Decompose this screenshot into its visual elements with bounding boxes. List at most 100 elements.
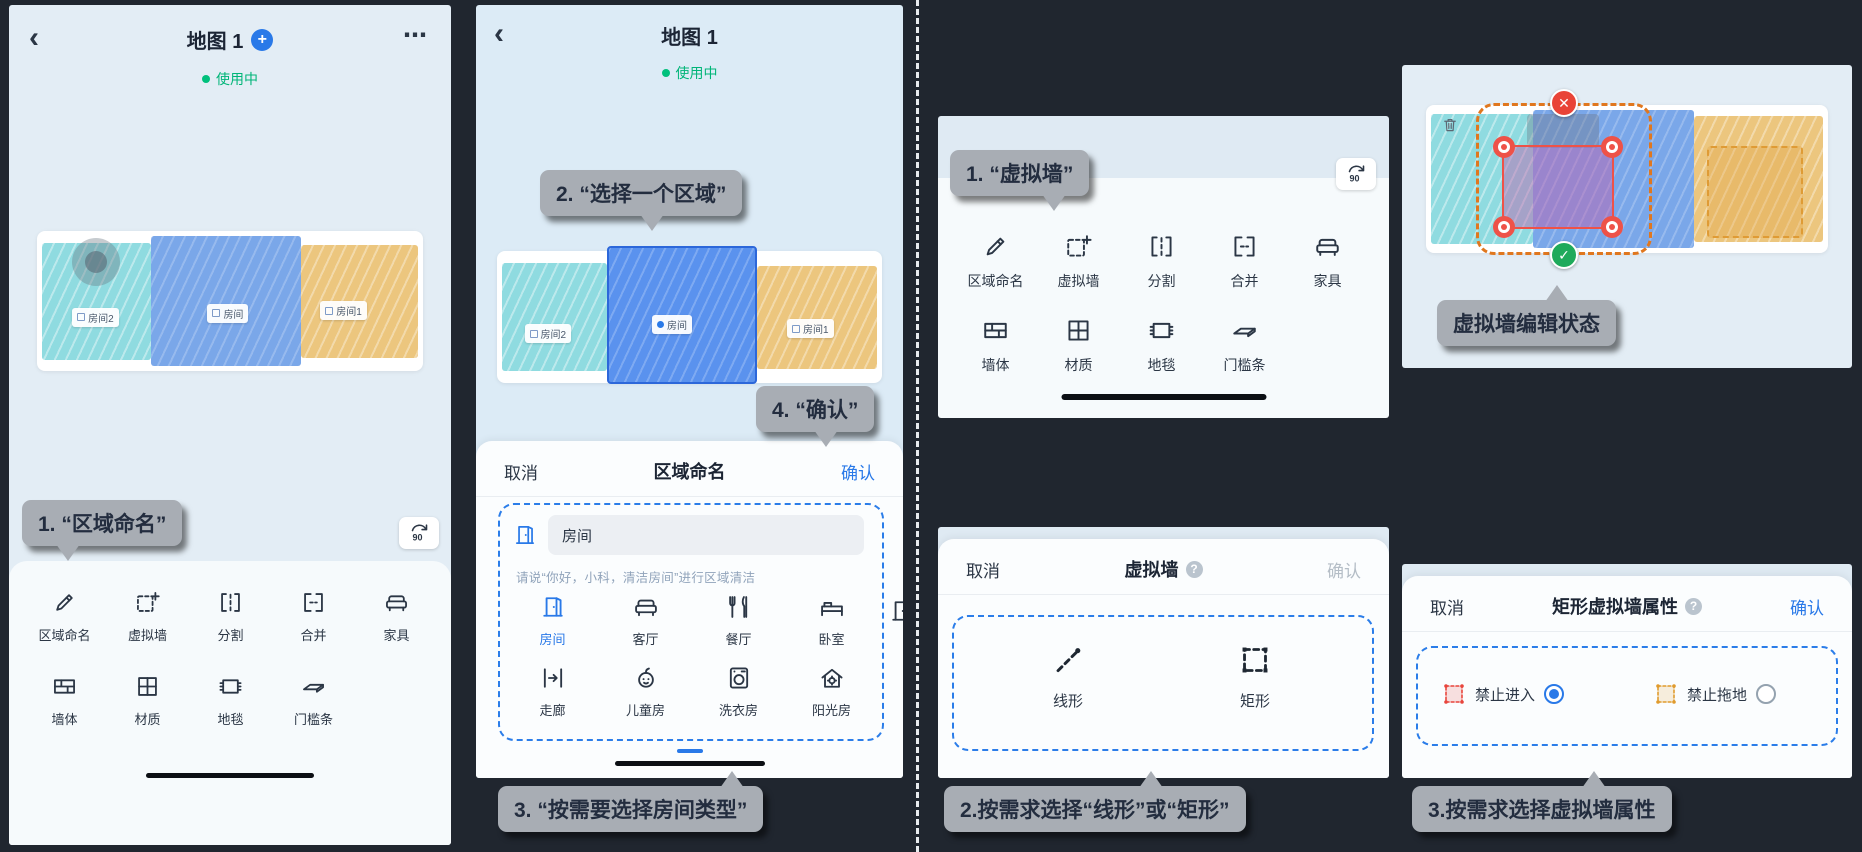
tool-area-naming[interactable]: 区域命名	[23, 589, 106, 644]
resize-handle[interactable]	[1493, 136, 1515, 158]
map-room-2[interactable]	[502, 263, 607, 371]
room-icon	[792, 324, 800, 333]
sheet-title: 矩形虚拟墙属性?	[1552, 593, 1702, 619]
resize-handle[interactable]	[1493, 216, 1515, 238]
tool-virtual-wall[interactable]: 虚拟墙	[106, 589, 189, 644]
sofa-icon	[1313, 232, 1342, 261]
room-name-row	[512, 515, 864, 555]
callout-confirm: 4. “确认”	[756, 386, 875, 447]
option-rect-wall[interactable]: 矩形	[1210, 643, 1300, 711]
radio-no-mop[interactable]	[1756, 684, 1777, 704]
tool-door-threshold[interactable]: 门槛条	[1203, 316, 1286, 375]
room-type-kids-room[interactable]: 儿童房	[599, 664, 692, 719]
tool-split[interactable]: 分割	[189, 589, 272, 644]
more-icon[interactable]: ⋯	[403, 22, 429, 49]
tool-split[interactable]: 分割	[1120, 232, 1203, 291]
home-indicator	[614, 761, 765, 766]
tool-virtual-wall[interactable]: 虚拟墙	[1037, 232, 1120, 291]
confirm-button[interactable]: 确认	[1327, 562, 1361, 581]
rotate-map-button[interactable]	[399, 517, 439, 549]
room-type-sunroom[interactable]: 阳光房	[785, 664, 878, 719]
bed-icon	[818, 593, 846, 621]
room-icon	[212, 309, 221, 318]
corridor-icon	[539, 664, 567, 692]
room-type-dining-room[interactable]: 餐厅	[692, 593, 785, 648]
room-label: 房间2	[524, 324, 572, 344]
room-type-partial-icon[interactable]	[888, 597, 903, 625]
door-icon	[539, 593, 567, 621]
option-no-mop[interactable]: 禁止拖地	[1654, 682, 1777, 706]
cancel-button[interactable]: 取消	[966, 562, 1000, 581]
room-label-selected: 房间	[652, 314, 692, 334]
tool-area-naming[interactable]: 区域命名	[954, 232, 1037, 291]
tool-furniture[interactable]: 家具	[355, 589, 438, 644]
virtual-wall-icon	[134, 589, 161, 616]
tool-furniture[interactable]: 家具	[1286, 232, 1369, 291]
callout-tail	[56, 544, 80, 561]
tool-label: 区域命名	[38, 628, 91, 643]
room-type-room[interactable]: 房间	[506, 593, 599, 648]
map-canvas[interactable]: 房间2 房间 房间1	[37, 231, 423, 371]
tool-carpet[interactable]: 地毯	[1120, 316, 1203, 375]
wall-icon	[51, 673, 78, 700]
tool-carpet[interactable]: 地毯	[189, 673, 272, 728]
virtual-wall-rect[interactable]	[1493, 136, 1623, 238]
confirm-wall-button[interactable]: ✓	[1550, 241, 1578, 269]
home-indicator	[146, 773, 314, 778]
attrs-highlight-zone	[1416, 646, 1838, 746]
room-type-corridor[interactable]: 走廊	[506, 664, 599, 719]
toolbar-row-2: 墙体 材质 地毯 门槛条	[23, 673, 439, 728]
option-no-entry[interactable]: 禁止进入	[1442, 682, 1565, 706]
callout-tail	[1042, 194, 1066, 211]
delete-wall-button[interactable]: ✕	[1550, 89, 1578, 117]
back-icon[interactable]: ‹	[29, 21, 39, 54]
option-line-wall[interactable]: 线形	[1023, 643, 1113, 711]
sheet-header: 取消 区域命名 确认	[476, 441, 903, 497]
carpet-icon	[1147, 316, 1176, 345]
no-go-zone[interactable]	[1707, 146, 1803, 238]
room-type-bedroom[interactable]: 卧室	[785, 593, 878, 648]
resize-handle[interactable]	[1601, 216, 1623, 238]
tool-material[interactable]: 材质	[1037, 316, 1120, 375]
carpet-icon	[217, 673, 244, 700]
callout-tail	[1545, 285, 1569, 302]
tool-wall[interactable]: 墙体	[23, 673, 106, 728]
room-type-laundry-room[interactable]: 洗衣房	[692, 664, 785, 719]
resize-handle[interactable]	[1601, 136, 1623, 158]
cancel-button[interactable]: 取消	[504, 464, 538, 483]
room-type-living-room[interactable]: 客厅	[599, 593, 692, 648]
tool-wall[interactable]: 墙体	[954, 316, 1037, 375]
page-title: 地图 1	[476, 21, 903, 50]
tool-merge[interactable]: 合并	[1203, 232, 1286, 291]
map-room-2[interactable]	[1431, 114, 1533, 244]
confirm-button[interactable]: 确认	[1790, 599, 1824, 618]
tool-merge[interactable]: 合并	[272, 589, 355, 644]
home-indicator	[1061, 394, 1266, 400]
sheet-title: 区域命名	[653, 462, 726, 482]
status-dot-icon	[661, 69, 670, 77]
tool-door-threshold[interactable]: 门槛条	[272, 673, 355, 728]
help-icon[interactable]: ?	[1185, 560, 1203, 578]
room-name-input[interactable]	[548, 515, 864, 555]
cancel-button[interactable]: 取消	[1430, 599, 1464, 618]
merge-icon	[300, 589, 327, 616]
map-canvas[interactable]: 房间2 房间 房间1	[497, 246, 882, 384]
tool-label: 门槛条	[1223, 357, 1266, 373]
map-status: 使用中	[9, 69, 451, 89]
map-room-1[interactable]	[757, 265, 877, 370]
pencil-icon	[981, 232, 1010, 261]
add-map-icon[interactable]: +	[251, 28, 274, 51]
radio-no-entry[interactable]	[1544, 684, 1565, 704]
map-room[interactable]	[151, 236, 302, 366]
toolbar-row-1: 区域命名 虚拟墙 分割 合并 家具	[23, 589, 439, 644]
help-icon[interactable]: ?	[1685, 597, 1702, 615]
confirm-button[interactable]: 确认	[841, 464, 875, 483]
back-icon[interactable]: ‹	[494, 17, 504, 50]
map-room-selected[interactable]	[607, 246, 757, 384]
room-label: 房间1	[320, 301, 367, 320]
tool-material[interactable]: 材质	[106, 673, 189, 728]
sofa-icon	[632, 593, 660, 621]
callout-virtual-wall: 1. “虚拟墙”	[950, 150, 1090, 211]
rotate-map-button[interactable]	[1336, 158, 1376, 190]
map-title-text: 地图 1	[186, 31, 244, 53]
